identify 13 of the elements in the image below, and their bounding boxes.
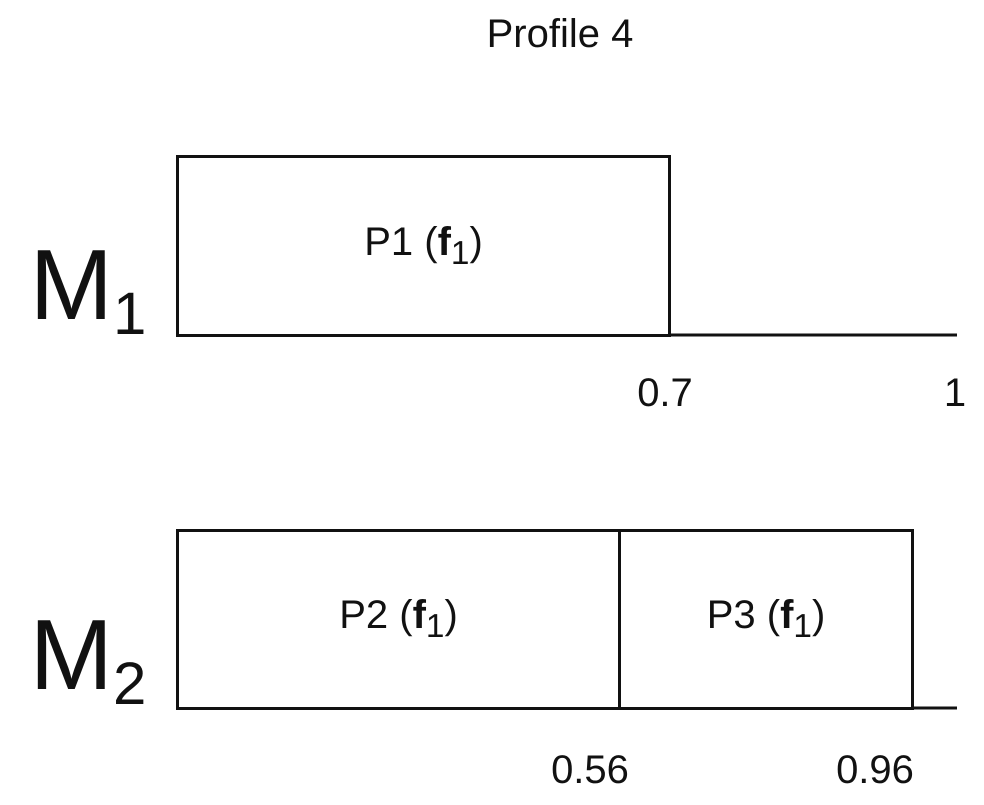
task-bar — [176, 529, 621, 710]
task-label: P1 (f$_{1}$) — [364, 220, 483, 272]
tick-label: 1 — [942, 373, 968, 413]
tick-label: 0.7 — [636, 373, 694, 413]
tick-label: 0.56 — [550, 750, 630, 790]
task-bar — [618, 529, 914, 710]
task-bar — [176, 155, 671, 337]
diagram-title: Profile 4 — [486, 12, 634, 57]
tick-label: 0.96 — [835, 750, 915, 790]
machine-label: M$_{2}$ — [28, 605, 148, 714]
task-label: P3 (f$_{1}$) — [706, 593, 826, 646]
machine-label: M$_{1}$ — [28, 235, 148, 344]
task-label: P2 (f$_{1}$) — [339, 593, 458, 646]
